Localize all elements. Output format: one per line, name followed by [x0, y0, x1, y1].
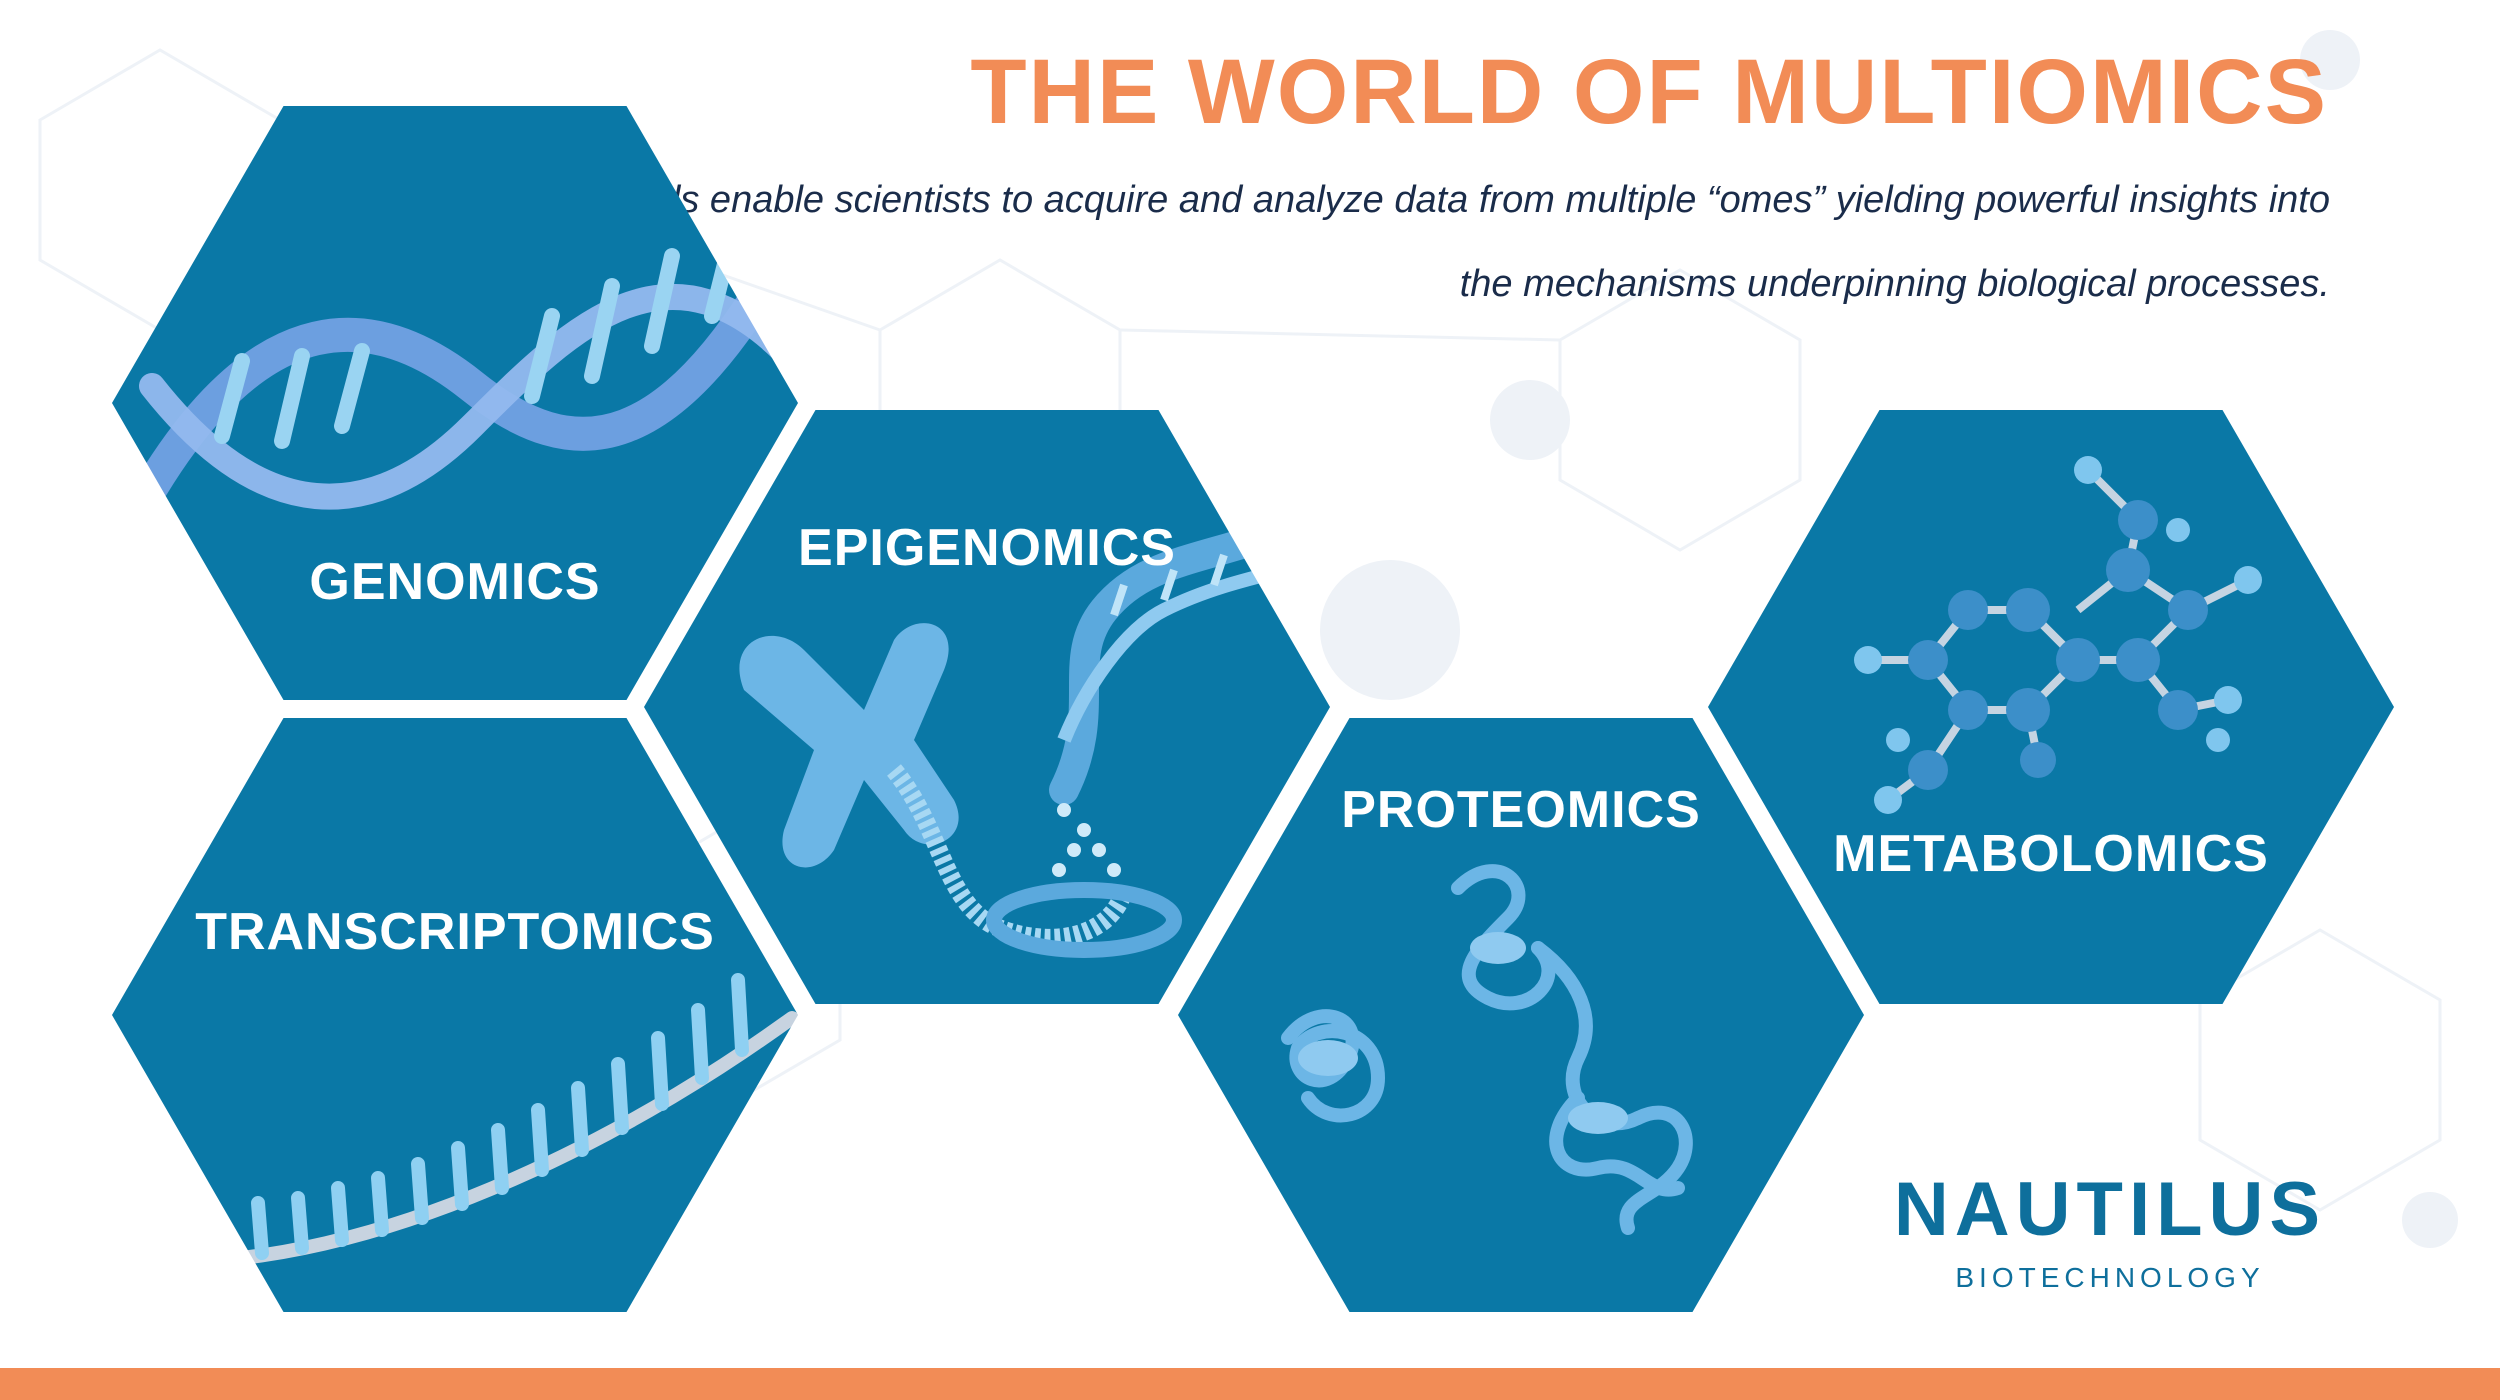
hex-label-proteomics: PROTEOMICS: [1341, 781, 1701, 839]
logo-wordmark: NAUTILUS: [1893, 1167, 2327, 1252]
hex-proteomics: PROTEOMICS: [1178, 718, 1864, 1312]
hex-label-metabolomics: METABOLOMICS: [1833, 825, 2269, 883]
bottom-accent-bar: [0, 1368, 2500, 1400]
logo-tagline: BIOTECHNOLOGY: [1955, 1262, 2265, 1293]
hex-label-epigenomics: EPIGENOMICS: [798, 519, 1176, 577]
nautilus-logo: NAUTILUS BIOTECHNOLOGY: [1890, 1170, 2330, 1294]
hex-label-genomics: GENOMICS: [309, 553, 601, 611]
rna-strand-icon: [235, 973, 798, 1265]
chromosome-dna-icon: [739, 515, 1299, 958]
hex-label-transcriptomics: TRANSCRIPTOMICS: [195, 903, 715, 961]
protein-ribbon-icon: [1281, 864, 1693, 1235]
page-subtitle: New tools enable scientists to acquire a…: [532, 179, 2330, 305]
page-title: THE WORLD OF MULTIOMICS: [970, 41, 2328, 143]
dna-helix-icon: [135, 209, 798, 510]
molecule-icon: [1854, 456, 2262, 814]
